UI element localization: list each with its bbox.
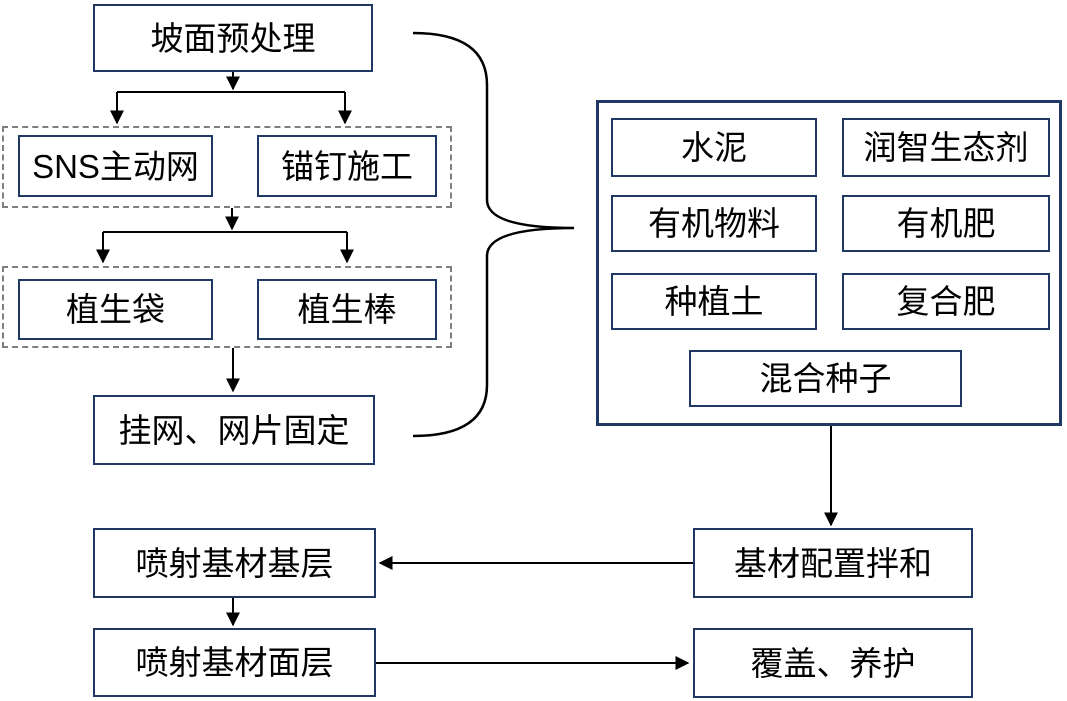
node-sns-active-net: SNS主动网 [18,135,213,197]
node-vegetation-rod: 植生棒 [257,279,437,340]
node-vegetation-bag: 植生袋 [18,279,213,340]
node-organic-fertilizer: 有机肥 [842,195,1050,252]
net-construction-group-frame [2,126,452,208]
node-cover-maintain: 覆盖、养护 [693,628,973,698]
vegetation-group-frame [2,266,452,348]
node-runzhi-eco-agent: 润智生态剂 [842,118,1050,177]
node-hang-net-fix: 挂网、网片固定 [93,395,375,465]
node-spray-surface-layer: 喷射基材面层 [93,628,376,697]
node-planting-soil: 种植土 [611,273,817,330]
node-compound-fertilizer: 复合肥 [842,273,1050,330]
node-spray-base-layer: 喷射基材基层 [93,528,376,598]
curly-brace [412,31,575,438]
node-substrate-mixing: 基材配置拌和 [693,528,973,598]
node-anchor-nail: 锚钉施工 [257,135,437,197]
node-slope-pretreatment: 坡面预处理 [93,4,373,72]
node-organic-material: 有机物料 [611,195,817,252]
node-cement: 水泥 [611,118,817,177]
node-mixed-seeds: 混合种子 [689,350,962,407]
